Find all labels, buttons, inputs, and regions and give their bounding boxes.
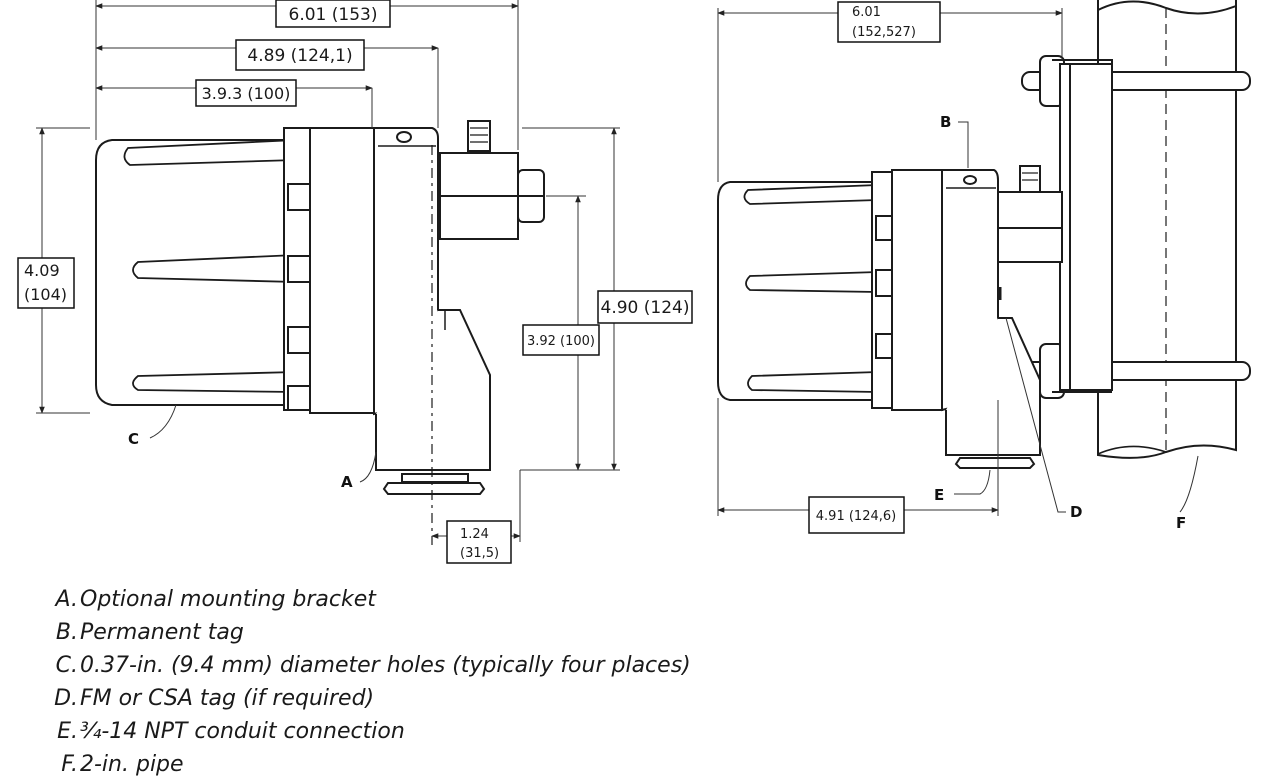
legend-item: A.Optional mounting bracket [40, 583, 691, 616]
legend-text: 0.37-in. (9.4 mm) diameter holes (typica… [80, 653, 691, 678]
dim-width-3-left: 3.9.3 (100) [202, 84, 291, 103]
dim-overall-width-right-metric: (152,527) [852, 25, 916, 40]
callout-e-right: E [934, 486, 944, 504]
dim-depth-right: 4.91 (124,6) [816, 509, 896, 524]
dim-height-total-left: 4.90 (124) [601, 298, 690, 318]
legend-item: F.2-in. pipe [40, 748, 691, 781]
pipe [1097, 0, 1237, 459]
callout-c-left: C [128, 430, 139, 448]
legend-text: 2-in. pipe [80, 752, 184, 777]
right-view [717, 0, 1251, 469]
legend-item: D.FM or CSA tag (if required) [40, 682, 691, 715]
dim-height-conduit-left: 3.92 (100) [527, 334, 595, 349]
callout-legend: A.Optional mounting bracket B.Permanent … [40, 583, 691, 781]
legend-text: FM or CSA tag (if required) [80, 686, 375, 711]
dim-overall-width-left: 6.01 (153) [289, 5, 378, 25]
callout-d-right: D [1070, 503, 1082, 521]
callout-a-left: A [341, 473, 353, 491]
dim-bracket-offset-left-metric: (31,5) [460, 546, 499, 561]
callout-f-right: F [1176, 514, 1186, 532]
dim-height-cover-left-value: 4.09 [24, 261, 60, 280]
legend-text: Permanent tag [80, 620, 244, 645]
legend-item: B.Permanent tag [40, 616, 691, 649]
legend-text: Optional mounting bracket [80, 587, 376, 612]
callout-b-right: B [940, 113, 951, 131]
legend-key: F. [61, 752, 78, 777]
legend-key: A. [55, 587, 78, 612]
dim-width-2-left: 4.89 (124,1) [247, 46, 352, 66]
dim-height-cover-left-metric: (104) [24, 285, 67, 304]
legend-key: D. [54, 686, 78, 711]
dim-bracket-offset-left-value: 1.24 [460, 527, 489, 542]
dimension-drawing: 6.01 (153) 4.89 (124,1) 3.9.3 (100) 4.09… [17, 0, 1251, 564]
legend-item: C.0.37-in. (9.4 mm) diameter holes (typi… [40, 649, 691, 682]
legend-text: ¾-14 NPT conduit connection [80, 719, 405, 744]
legend-item: E.¾-14 NPT conduit connection [40, 715, 691, 748]
dim-overall-width-right-value: 6.01 [852, 5, 881, 20]
legend-key: C. [55, 653, 78, 678]
legend-key: B. [55, 620, 78, 645]
legend-key: E. [57, 719, 78, 744]
left-cover [95, 139, 291, 406]
left-dimension-labels: 6.01 (153) 4.89 (124,1) 3.9.3 (100) 4.09… [17, 0, 693, 564]
left-view [95, 120, 545, 545]
right-dimension-labels: 6.01 (152,527) 4.91 (124,6) B E D F [808, 1, 1186, 534]
